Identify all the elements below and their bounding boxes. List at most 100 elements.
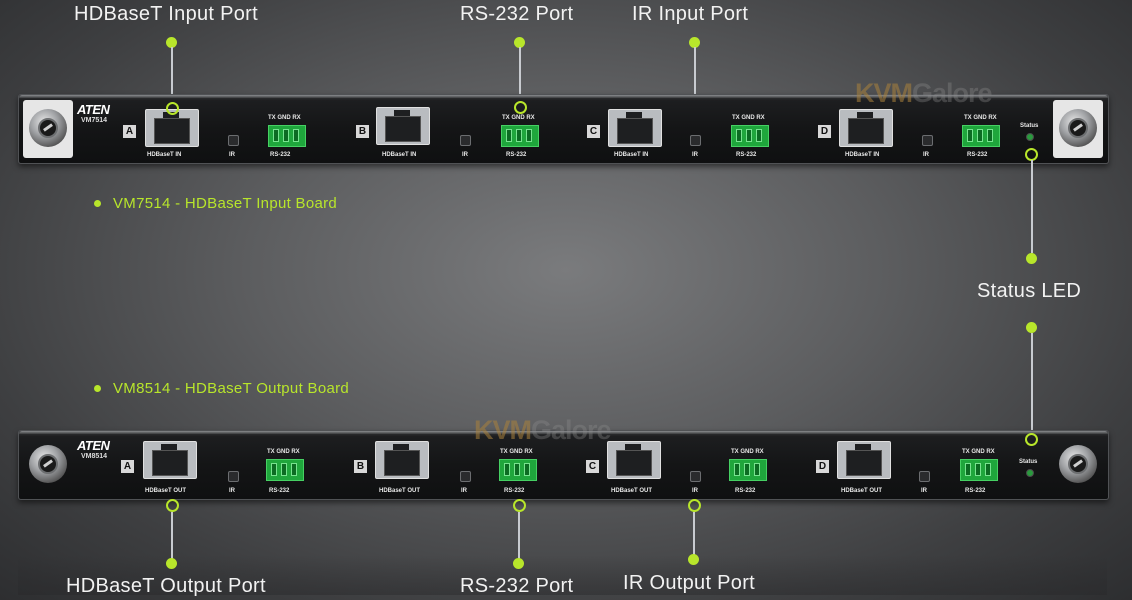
hdbaset-output-port-label: HDBaseT Output Port bbox=[66, 575, 266, 597]
callout-line bbox=[171, 512, 173, 560]
ir-label: IR bbox=[229, 152, 235, 158]
status-led-indicator bbox=[1026, 133, 1034, 141]
rs232-label: RS-232 bbox=[965, 488, 986, 494]
watermark-bottom: KVMGalore bbox=[474, 415, 612, 445]
rs232-terminal-d[interactable] bbox=[960, 459, 998, 481]
hdbaset-out-label: HDBaseT OUT bbox=[611, 488, 653, 494]
status-label: Status bbox=[1020, 123, 1039, 129]
ir-port-b[interactable] bbox=[460, 135, 471, 146]
thumbscrew-right[interactable] bbox=[1059, 109, 1097, 147]
txgndrx-label: TX GND RX bbox=[500, 449, 533, 455]
status-led-indicator bbox=[1026, 469, 1034, 477]
port-letter-b: B bbox=[354, 460, 367, 473]
ir-port-c[interactable] bbox=[690, 471, 701, 482]
rs232-terminal-c[interactable] bbox=[729, 459, 767, 481]
callout-line bbox=[171, 47, 173, 104]
rs232-terminal-a[interactable] bbox=[266, 459, 304, 481]
ir-port-d[interactable] bbox=[922, 135, 933, 146]
hdbaset-out-port-d[interactable] bbox=[837, 441, 891, 479]
marker-ring bbox=[166, 499, 179, 512]
ir-port-c[interactable] bbox=[690, 135, 701, 146]
ir-output-port-label: IR Output Port bbox=[623, 572, 756, 594]
hdbaset-in-port-d[interactable] bbox=[839, 109, 893, 147]
callout-line bbox=[1031, 333, 1033, 433]
hdbaset-in-port-a[interactable] bbox=[145, 109, 199, 147]
rs232-terminal-b[interactable] bbox=[499, 459, 537, 481]
callout-line bbox=[694, 47, 696, 111]
callout-line bbox=[1031, 160, 1033, 253]
rs232-terminal-a[interactable] bbox=[268, 125, 306, 147]
ir-label: IR bbox=[692, 152, 698, 158]
input-board-panel: ATEN VM7514 A TX GND RX HDBaseT IN IR RS… bbox=[18, 94, 1109, 164]
ir-label: IR bbox=[923, 152, 929, 158]
hdbaset-in-port-c[interactable] bbox=[608, 109, 662, 147]
rs232-terminal-c[interactable] bbox=[731, 125, 769, 147]
watermark-top: KVMGalore bbox=[855, 78, 993, 108]
model-label: VM7514 bbox=[81, 117, 108, 124]
hdbaset-in-label: HDBaseT IN bbox=[614, 152, 649, 158]
marker-ring bbox=[1025, 433, 1038, 446]
rs232-terminal-b[interactable] bbox=[501, 125, 539, 147]
ir-label: IR bbox=[229, 488, 235, 494]
port-letter-d: D bbox=[816, 460, 829, 473]
input-board-label: VM7514 - HDBaseT Input Board bbox=[94, 195, 337, 212]
callout-dot bbox=[166, 558, 177, 569]
ir-port-a[interactable] bbox=[228, 135, 239, 146]
hdbaset-in-label: HDBaseT IN bbox=[147, 152, 182, 158]
thumbscrew-left[interactable] bbox=[29, 109, 67, 147]
status-led-label: Status LED bbox=[977, 280, 1082, 302]
status-label: Status bbox=[1019, 459, 1038, 465]
ir-label: IR bbox=[692, 488, 698, 494]
callout-dot bbox=[166, 37, 177, 48]
callout-dot bbox=[1026, 253, 1037, 264]
txgndrx-label: TX GND RX bbox=[732, 115, 765, 121]
ir-label: IR bbox=[921, 488, 927, 494]
rs232-port-label-bottom: RS-232 Port bbox=[460, 575, 574, 597]
output-board-label: VM8514 - HDBaseT Output Board bbox=[94, 380, 349, 397]
callout-line bbox=[519, 47, 521, 103]
ir-label: IR bbox=[462, 152, 468, 158]
output-board-panel: ATEN VM8514 A TX GND RX HDBaseT OUT IR R… bbox=[18, 430, 1109, 500]
txgndrx-label: TX GND RX bbox=[964, 115, 997, 121]
rs232-label: RS-232 bbox=[735, 488, 756, 494]
callout-dot bbox=[688, 554, 699, 565]
ir-port-a[interactable] bbox=[228, 471, 239, 482]
callout-dot bbox=[514, 37, 525, 48]
thumbscrew-left[interactable] bbox=[29, 445, 67, 483]
aten-logo: ATEN bbox=[77, 438, 110, 453]
ir-port-b[interactable] bbox=[460, 471, 471, 482]
hdbaset-out-port-c[interactable] bbox=[607, 441, 661, 479]
hdbaset-in-label: HDBaseT IN bbox=[845, 152, 880, 158]
hdbaset-input-port-label: HDBaseT Input Port bbox=[74, 3, 259, 25]
callout-line bbox=[518, 512, 520, 560]
rs232-label: RS-232 bbox=[270, 152, 291, 158]
rs232-port-label-top: RS-232 Port bbox=[460, 3, 574, 25]
port-letter-a: A bbox=[123, 125, 136, 138]
board-edge bbox=[19, 95, 1108, 98]
hdbaset-out-port-b[interactable] bbox=[375, 441, 429, 479]
hdbaset-out-label: HDBaseT OUT bbox=[379, 488, 421, 494]
port-letter-c: C bbox=[587, 125, 600, 138]
port-letter-c: C bbox=[586, 460, 599, 473]
rs232-label: RS-232 bbox=[269, 488, 290, 494]
port-letter-a: A bbox=[121, 460, 134, 473]
rs232-label: RS-232 bbox=[506, 152, 527, 158]
board-edge bbox=[19, 431, 1108, 434]
hdbaset-out-label: HDBaseT OUT bbox=[145, 488, 187, 494]
marker-ring bbox=[514, 101, 527, 114]
ir-input-port-label: IR Input Port bbox=[632, 3, 749, 25]
board-reflection bbox=[18, 555, 1107, 595]
callout-dot bbox=[1026, 322, 1037, 333]
ir-port-d[interactable] bbox=[919, 471, 930, 482]
rs232-terminal-d[interactable] bbox=[962, 125, 1000, 147]
rs232-label: RS-232 bbox=[736, 152, 757, 158]
aten-logo: ATEN bbox=[77, 102, 110, 117]
txgndrx-label: TX GND RX bbox=[962, 449, 995, 455]
hdbaset-in-port-b[interactable] bbox=[376, 107, 430, 145]
callout-line bbox=[693, 512, 695, 558]
marker-ring bbox=[513, 499, 526, 512]
port-letter-d: D bbox=[818, 125, 831, 138]
hdbaset-out-port-a[interactable] bbox=[143, 441, 197, 479]
marker-ring bbox=[688, 499, 701, 512]
thumbscrew-right[interactable] bbox=[1059, 445, 1097, 483]
